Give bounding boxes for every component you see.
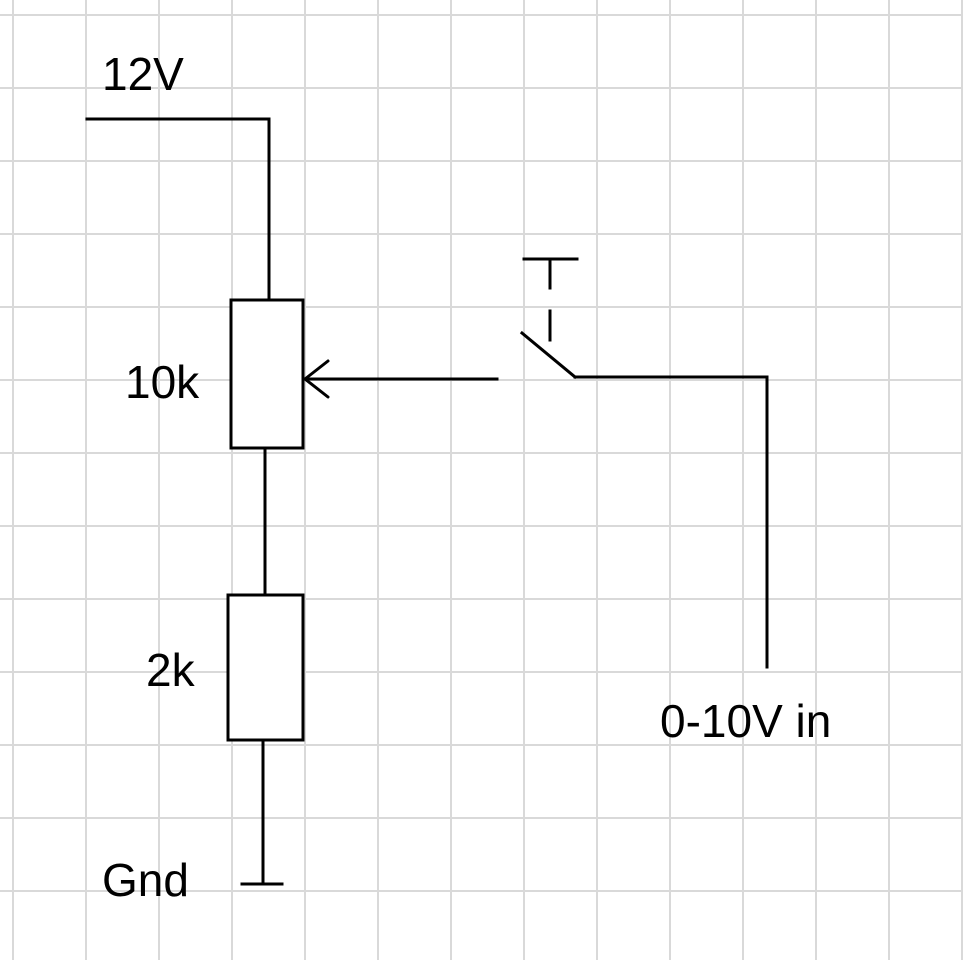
resistor-label: 2k [146, 644, 196, 696]
input-label: 0-10V in [660, 695, 831, 747]
supply-wire [85, 117, 271, 302]
potentiometer-10k-body [229, 298, 305, 450]
push-switch [519, 257, 579, 380]
potentiometer-label: 10k [125, 356, 200, 408]
wiper-arrow-icon [303, 359, 330, 399]
switch-lever [519, 330, 578, 380]
ground-label: Gnd [102, 854, 189, 906]
input-wire [573, 375, 769, 669]
resistor-2k-body [226, 593, 305, 742]
supply-label: 12V [102, 48, 184, 100]
